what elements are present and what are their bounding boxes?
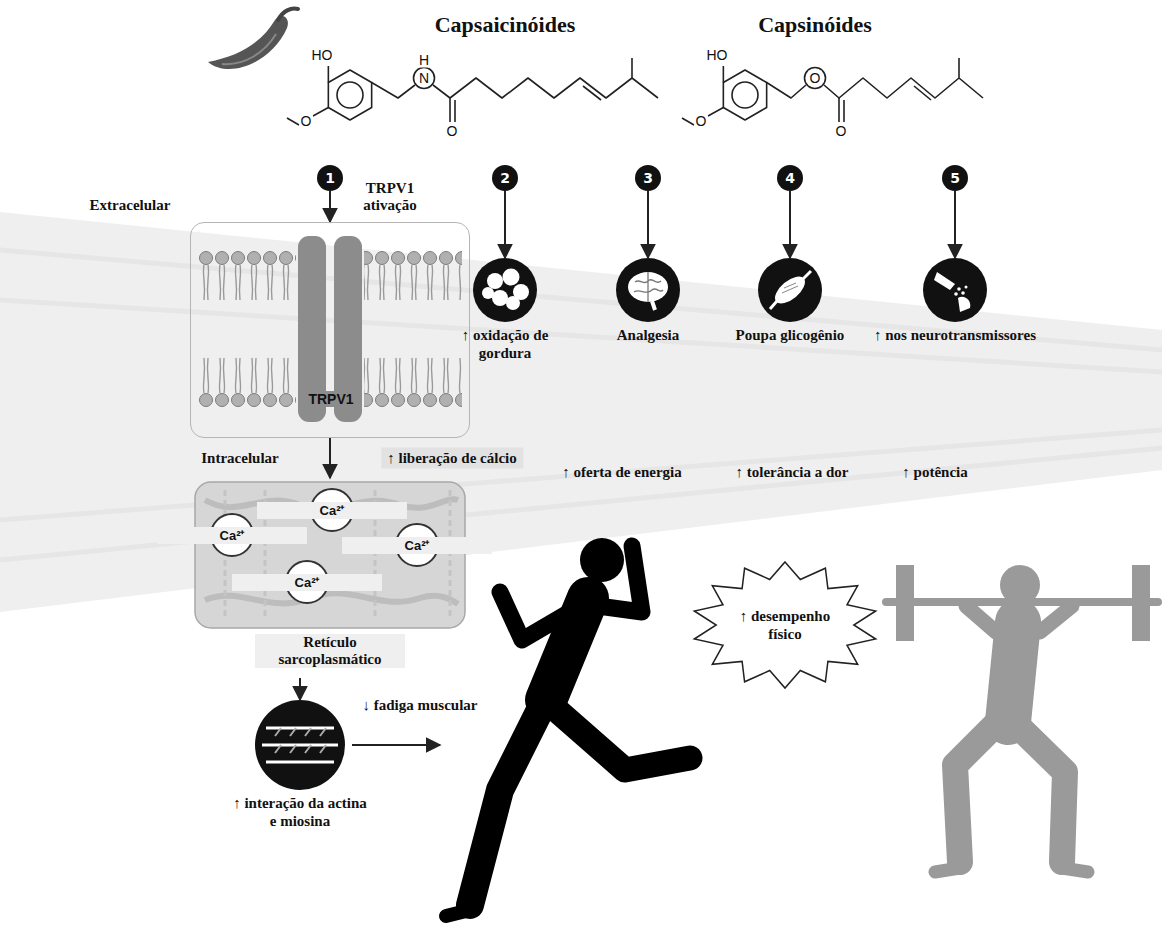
connector-arrow: [647, 191, 649, 258]
effect-text: Poupa glicogênio: [720, 326, 860, 344]
annotation: ↑ oferta de energia: [562, 464, 682, 481]
callout-text: 1: [325, 170, 335, 186]
result-text: ↑ desempenho físico: [729, 607, 841, 643]
effect-icon: Analgesia: [593, 258, 703, 344]
reticulum-region: Retículo sarcoplasmáticoCa²⁺Ca²⁺Ca²⁺Ca²⁺: [190, 478, 470, 678]
calcium-ion: Ca²⁺: [210, 513, 254, 557]
atom-label: O: [446, 124, 459, 139]
fat-icon: [473, 258, 537, 322]
compound-heading: Capsinóides: [758, 12, 872, 38]
annotation: TRPV1 ativação: [350, 180, 430, 214]
muscle-icon: [758, 258, 822, 322]
channel-label: TRPV1: [306, 391, 355, 407]
atom-label: O: [809, 71, 822, 86]
ion-text: Ca²⁺: [157, 527, 307, 544]
connector-arrow: [329, 438, 331, 478]
connector-arrow: [329, 191, 331, 222]
weightlifter-silhouette: [886, 565, 1158, 872]
ion-text: Ca²⁺: [342, 537, 492, 554]
annotation: Extracelular: [90, 197, 171, 214]
icon-space: [225, 700, 375, 790]
starburst: ↑ desempenho físico: [690, 560, 880, 690]
starburst-outline: [690, 560, 880, 690]
callout-text: 3: [643, 170, 653, 186]
atom-label: N: [418, 71, 430, 86]
annotation: Intracelular: [201, 450, 278, 467]
muscle-fiber-background: [0, 212, 1162, 612]
ion-text: Ca²⁺: [257, 502, 407, 519]
fatigue-arrow: [352, 744, 440, 746]
calcium-ion: Ca²⁺: [395, 523, 439, 567]
connector-arrow: [789, 191, 791, 258]
annotation: ↑ liberação de cálcio: [381, 448, 523, 469]
annotation: ↑ potência: [902, 464, 967, 481]
callout-text: 4: [785, 170, 795, 186]
runner-silhouette: [446, 538, 690, 916]
callout-number: 1: [317, 165, 343, 191]
callout-number: 5: [942, 165, 968, 191]
capsinoid-structure: [682, 58, 983, 125]
connector-arrow: [299, 678, 301, 700]
callout-number: 3: [635, 165, 661, 191]
brain-icon: [616, 258, 680, 322]
atom-label: HO: [706, 48, 729, 63]
effect-text: ↑ nos neurotransmissores: [855, 326, 1055, 344]
calcium-ion: Ca²⁺: [310, 488, 354, 532]
effect-text: ↑ interação da actina e miosina: [233, 794, 368, 830]
callout-text: 2: [500, 170, 510, 186]
effect-text: ↑ oxidação de gordura: [455, 326, 555, 362]
atom-label: H: [418, 53, 430, 68]
neurotransmitter-icon: [923, 258, 987, 322]
callout-text: 5: [950, 170, 960, 186]
icon-space: [593, 258, 703, 322]
annotation: ↑ tolerância a dor: [736, 464, 849, 481]
callout-number: 4: [777, 165, 803, 191]
icon-space: [450, 258, 560, 322]
icon-space: [720, 258, 860, 322]
membrane-box: TRPV1: [190, 222, 470, 438]
effect-icon: ↑ oxidação de gordura: [450, 258, 560, 362]
callout-number: 2: [492, 165, 518, 191]
chili-pepper: [208, 8, 298, 69]
effect-icon: ↑ interação da actina e miosina: [225, 700, 375, 830]
sarcoplasmic-reticulum: [195, 482, 465, 628]
compound-heading: Capsaicinóides: [435, 12, 576, 38]
atom-label: O: [695, 114, 708, 129]
effect-icon: Poupa glicogênio: [720, 258, 860, 344]
capsaicin-structure: [287, 58, 658, 125]
effect-icon: ↑ nos neurotransmissores: [855, 258, 1055, 344]
cell-membrane: [198, 236, 462, 422]
actin-myosin-icon: [255, 700, 345, 790]
effect-text: Analgesia: [598, 326, 698, 344]
region-label: Retículo sarcoplasmático: [255, 634, 405, 668]
connector-arrow: [504, 191, 506, 258]
calcium-ion: Ca²⁺: [285, 560, 329, 604]
annotation: ↓ fadiga muscular: [362, 697, 477, 714]
icon-space: [855, 258, 1055, 322]
ion-text: Ca²⁺: [232, 574, 382, 591]
atom-label: O: [300, 114, 313, 129]
atom-label: HO: [311, 48, 334, 63]
starburst-shape: [694, 562, 875, 688]
atom-label: O: [835, 124, 848, 139]
connector-arrow: [954, 191, 956, 258]
